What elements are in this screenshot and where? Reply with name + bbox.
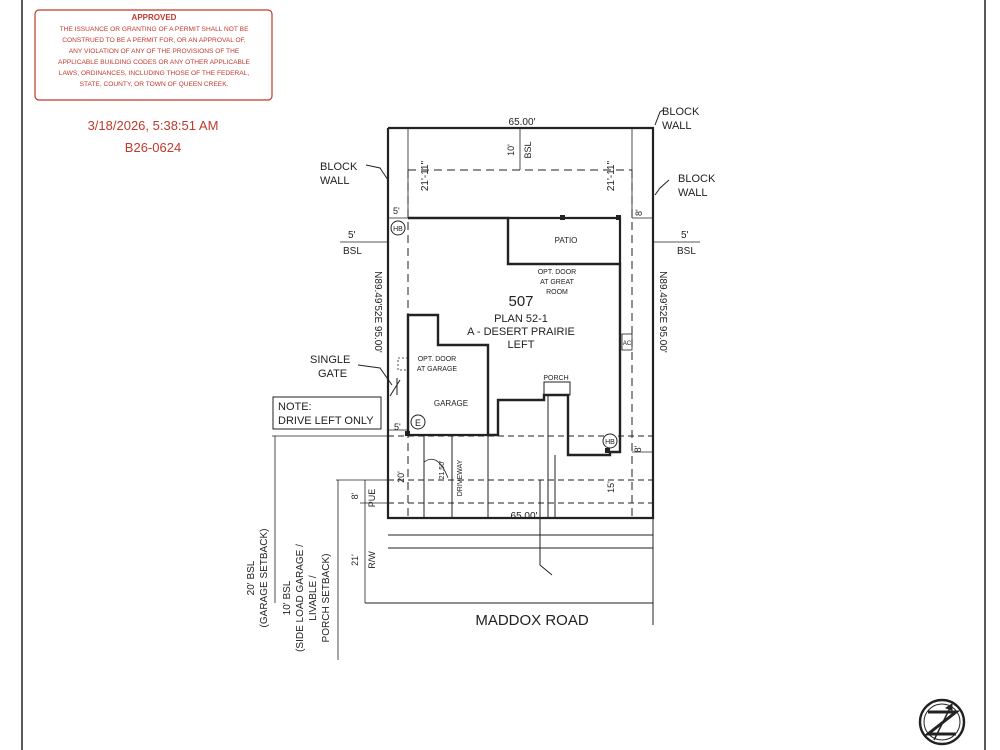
fixture-markers (390, 220, 618, 449)
elevation-label: A - DESERT PRAIRIE (467, 326, 575, 338)
dim-garage-5: 5' (394, 422, 401, 432)
electric-meter-marker (410, 414, 426, 430)
tick (560, 215, 565, 220)
dim-right-8: 8' (634, 209, 644, 216)
opt-door-great-room-label: AT GREAT (540, 279, 575, 286)
dim-pue-8: 8' (350, 492, 360, 499)
tick (605, 448, 610, 453)
side-load-setback-label: PORCH SETBACK) (321, 554, 332, 643)
block-wall-label: BLOCK (320, 161, 358, 173)
patio-label: PATIO (555, 236, 578, 245)
side-load-setback-label: LIVABLE / (308, 575, 319, 621)
leader-line (357, 364, 393, 386)
stamp-line: STATE, COUNTY, OR TOWN OF QUEEN CREEK. (80, 81, 229, 88)
e-label: E (415, 418, 421, 428)
opt-door-great-room-label: OPT. DOOR (538, 269, 577, 276)
dim-rear-bsl-label: BSL (523, 141, 533, 158)
street-name: MADDOX ROAD (475, 612, 589, 629)
dim-front-20: 20' (396, 471, 406, 483)
block-wall-label: BLOCK (662, 106, 700, 118)
dim-bsl-left: 5' (348, 230, 356, 241)
side-load-setback-label: (SIDE LOAD GARAGE / (295, 544, 306, 652)
dim-right-rear: 21'-11" (606, 160, 617, 191)
garage-setback-dim: 20' BSL (246, 560, 257, 595)
leader-line (654, 109, 664, 126)
leader-line (654, 179, 670, 196)
gate-swing (389, 379, 401, 397)
opt-door-garage-label: OPT. DOOR (418, 356, 457, 363)
dim-left-property-line: N89.49'52E 95.00' (372, 271, 383, 353)
stamp-line: LAWS, ORDINANCES, INCLUDING THOSE OF THE… (59, 70, 250, 77)
north-arrow-icon (918, 698, 966, 746)
plan-label: PLAN 52-1 (494, 313, 548, 325)
note-box: NOTE: DRIVE LEFT ONLY (272, 396, 382, 430)
tick (616, 215, 621, 220)
dim-top-width: 65.00' (509, 117, 536, 128)
stamp-line: APPLICABLE BUILDING CODES OR ANY OTHER A… (58, 59, 250, 66)
single-gate-label: GATE (318, 368, 347, 380)
dim-front-15: 15' (606, 481, 616, 493)
opt-door-great-room-label: ROOM (546, 289, 568, 296)
driveway-label: DRIVEWAY (457, 459, 464, 496)
lot-number: 507 (508, 293, 533, 310)
stamp-line: CONSTRUED TO BE A PERMIT FOR, OR AN APPR… (62, 37, 246, 44)
ac-label: AC (623, 341, 632, 347)
stamp-permit-number: B26-0624 (125, 140, 181, 155)
stamp-heading: APPROVED (132, 13, 177, 22)
leader-line (365, 164, 389, 181)
single-gate-label: SINGLE (310, 354, 350, 366)
side-load-setback-dim: 10' BSL (282, 580, 293, 615)
stamp-datetime: 3/18/2026, 5:38:51 AM (88, 118, 219, 133)
opt-door-garage-marker (397, 357, 409, 371)
dim-drive-width: 21.50' (439, 461, 446, 480)
approval-stamp: APPROVED THE ISSUANCE OR GRANTING OF A P… (34, 9, 273, 155)
ac-unit (621, 333, 633, 351)
porch-box (543, 381, 571, 396)
tick-marks (405, 215, 621, 453)
note-heading: NOTE: (278, 401, 312, 413)
orientation-label: LEFT (508, 339, 535, 351)
garage-label: GARAGE (434, 399, 468, 408)
dim-left-5: 5' (393, 206, 400, 216)
hb-label: HB (605, 439, 615, 446)
block-wall-label: WALL (678, 187, 708, 199)
dim-bottom-width: 65.00' (511, 511, 538, 522)
dim-right-8-lower: 8' (633, 445, 643, 452)
stamp-line: THE ISSUANCE OR GRANTING OF A PERMIT SHA… (60, 26, 250, 33)
tick (405, 431, 410, 436)
dim-rear-bsl: 10' (506, 144, 516, 156)
opt-door-garage-label: AT GARAGE (417, 366, 458, 373)
hose-bib-marker (602, 433, 618, 449)
block-wall-label: WALL (662, 120, 692, 132)
dim-right-property-line: N89.49'52E 95.00' (657, 271, 668, 353)
dim-bsl-left-label: BSL (343, 246, 362, 257)
dim-rw-21: 21' (350, 554, 360, 566)
walk-to-road (539, 480, 553, 576)
drive-curve (423, 458, 449, 479)
rw-label: R/W (367, 551, 377, 569)
dim-left-rear: 21'-11" (420, 160, 431, 191)
dim-bsl-right: 5' (681, 230, 689, 241)
porch-label: PORCH (543, 375, 568, 382)
block-wall-label: BLOCK (678, 173, 716, 185)
hose-bib-marker (390, 220, 406, 236)
pue-label: PUE (367, 489, 377, 508)
hb-label: HB (393, 226, 403, 233)
stamp-frame (34, 9, 273, 101)
stamp-line: ANY VIOLATION OF ANY OF THE PROVISIONS O… (69, 48, 240, 55)
block-wall-label: WALL (320, 175, 350, 187)
dim-bsl-right-label: BSL (677, 246, 696, 257)
note-frame (272, 396, 382, 430)
garage-setback-label: (GARAGE SETBACK) (259, 529, 270, 628)
lot (272, 109, 700, 660)
note-text: DRIVE LEFT ONLY (278, 415, 374, 427)
